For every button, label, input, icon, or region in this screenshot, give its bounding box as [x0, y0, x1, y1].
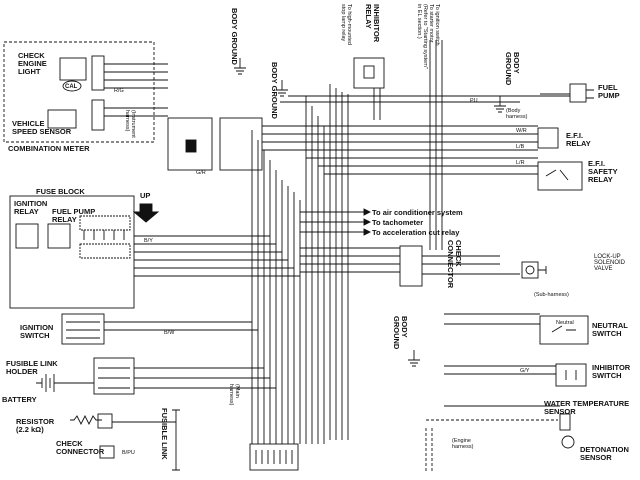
- body-ground-1-symbol: [234, 58, 246, 75]
- inhibitor-relay-box: [353, 57, 385, 89]
- fusible-link-label: FUSIBLE LINK: [160, 408, 169, 460]
- engine-harness-line: [425, 419, 558, 472]
- efi-safety-relay-label: E.F.I. SAFETY RELAY: [588, 159, 618, 184]
- neutral-switch-box: [539, 315, 589, 345]
- to-acceleration-cut-label: To acceleration cut relay: [372, 228, 460, 237]
- resistor-symbol: [70, 414, 102, 426]
- instrument-connector-b: [219, 117, 263, 171]
- fuse-strip-2: [79, 243, 131, 259]
- horizontal-wires: [104, 63, 570, 423]
- up-arrow-symbol: [132, 203, 160, 223]
- neutral-label: Neutral: [556, 320, 574, 326]
- body-ground-3-label: BODY GROUND: [504, 52, 521, 86]
- check-engine-light-label: CHECK ENGINE LIGHT: [18, 51, 47, 76]
- body-ground-4-symbol: [408, 350, 420, 367]
- body-ground-1-label: BODY GROUND: [230, 8, 239, 65]
- efi-relay-label: E.F.I. RELAY: [566, 131, 591, 148]
- to-air-conditioner-label: To air conditioner system: [372, 208, 463, 217]
- inhibitor-switch-label: INHIBITOR SWITCH: [592, 363, 631, 380]
- engine-harness-label: (Engine harness): [452, 438, 474, 450]
- inhibitor-relay-label: INHIBITOR RELAY: [364, 4, 381, 43]
- wire-code-rg: R/G: [114, 88, 124, 94]
- fuse-block-label: FUSE BLOCK: [36, 187, 85, 196]
- check-connector-lower-box: [99, 445, 115, 459]
- resistor-label: RESISTOR (2.2 kΩ): [16, 417, 55, 434]
- fuel-pump-relay-label: FUEL PUMP RELAY: [52, 207, 96, 224]
- wire-code-bpu: B/PU: [122, 450, 135, 456]
- wire-code-gy: G/Y: [520, 368, 530, 374]
- battery-label: BATTERY: [2, 395, 37, 404]
- check-engine-light-symbol: [59, 57, 87, 81]
- efi-relay-box: [537, 127, 559, 149]
- instrument-harness-label: (Instrument harness): [124, 110, 136, 138]
- wire-code-gr: G/R: [196, 170, 206, 176]
- check-connector-vertical-label: CHECK CONNECTOR: [446, 240, 463, 289]
- meter-connector-1: [91, 55, 105, 91]
- neutral-switch-label: NEUTRAL SWITCH: [592, 321, 628, 338]
- ignition-switch-label: IGNITION SWITCH: [20, 323, 54, 340]
- water-temp-sensor-box: [559, 413, 571, 431]
- fusible-link-holder-label: FUSIBLE LINK HOLDER: [6, 359, 58, 376]
- sub-harness-label: (Sub-harness): [534, 292, 569, 298]
- ignition-switch-note-label: To ignition switch To starter motor (Ref…: [416, 4, 440, 69]
- fuse-strip-1: [79, 215, 131, 231]
- detonation-sensor-label: DETONATION SENSOR: [580, 445, 629, 462]
- check-connector-box: [399, 245, 423, 287]
- stop-lamp-relay-label: To high-mounted stop lamp relay: [340, 4, 352, 45]
- main-harness-label: (Main harness): [228, 384, 240, 406]
- lockup-solenoid-label: LOCK-UP SOLENOID VALVE: [594, 254, 626, 272]
- body-ground-2-label: BODY GROUND: [270, 62, 279, 119]
- vehicle-speed-sensor-label: VEHICLE SPEED SENSOR: [12, 119, 72, 136]
- check-connector-label: CHECK CONNECTOR: [56, 439, 105, 456]
- ignition-relay-box: [15, 223, 39, 249]
- ignition-switch-box: [61, 313, 105, 345]
- vertical-bus-wires: [251, 40, 443, 444]
- water-temperature-sensor-label: WATER TEMPERATURE SENSOR: [544, 399, 630, 416]
- wire-code-lr: L/R: [516, 160, 525, 166]
- wire-code-pu: PU: [470, 98, 478, 104]
- cal-label: CAL: [65, 84, 78, 90]
- speed-sensor-symbol: [47, 109, 77, 129]
- fuel-pump-relay-box: [47, 223, 71, 249]
- instrument-connector-a: [167, 117, 213, 171]
- ignition-relay-label: IGNITION RELAY: [14, 199, 48, 216]
- combination-meter-label: COMBINATION METER: [8, 144, 90, 153]
- combination-meter-box: [3, 41, 155, 143]
- inhibitor-switch-box: [555, 363, 587, 387]
- up-label: UP: [140, 191, 151, 200]
- body-harness-label: (Body harness): [506, 108, 528, 120]
- body-ground-4-label: BODY GROUND: [392, 316, 409, 350]
- battery-symbol: [36, 374, 94, 392]
- to-tachometer-label: To tachometer: [372, 218, 424, 227]
- meter-connector-2: [91, 99, 105, 131]
- fuel-pump-label: FUEL PUMP: [598, 83, 620, 100]
- fuel-pump-box: [569, 83, 587, 103]
- wire-code-wr: W/R: [516, 128, 527, 134]
- lockup-solenoid-box: [521, 261, 539, 279]
- body-ground-3-symbol: [494, 96, 506, 113]
- wire-code-lb: L/B: [516, 144, 525, 150]
- wire-code-bw: B/W: [164, 330, 175, 336]
- fusible-link-symbol: [172, 409, 180, 471]
- wire-code-by: B/Y: [144, 238, 153, 244]
- efi-safety-relay-box: [537, 161, 583, 191]
- cal-lamp: [62, 80, 82, 92]
- main-harness-connector: [249, 443, 299, 471]
- detonation-sensor-symbol: [561, 435, 575, 449]
- body-ground-2-symbol: [276, 80, 288, 97]
- fusible-link-holder-box: [93, 357, 135, 395]
